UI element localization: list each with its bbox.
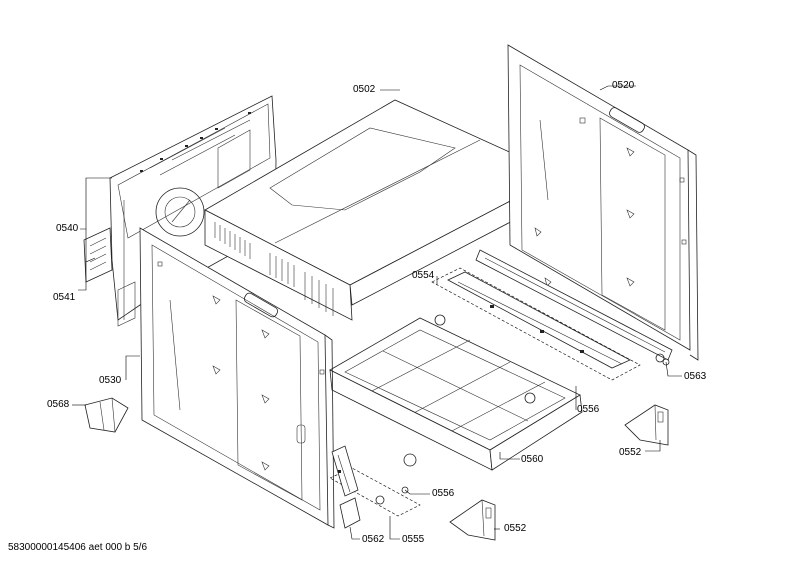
part-label-0540[interactable]: 0540 <box>56 223 79 234</box>
part-label-0563[interactable]: 0563 <box>684 371 707 382</box>
bracket-0541 <box>83 227 113 283</box>
part-label-0520[interactable]: 0520 <box>612 80 635 91</box>
part-label-0562[interactable]: 0562 <box>362 534 385 545</box>
part-label-0552-bottom[interactable]: 0552 <box>504 523 527 534</box>
part-label-0555[interactable]: 0555 <box>402 534 425 545</box>
rail-0555-0562 <box>331 445 409 529</box>
part-label-0568[interactable]: 0568 <box>47 399 70 410</box>
document-code: 58300000145406 aet 000 b 5/6 <box>8 542 148 553</box>
right-side-panel-0520 <box>507 44 699 361</box>
bottom-frame-0560 <box>329 314 583 471</box>
dashed-outline-0554 <box>431 267 641 381</box>
leader-lines <box>72 85 682 540</box>
rail-0554 <box>447 271 631 369</box>
bracket-0552-bottom <box>449 499 496 541</box>
part-label-0530[interactable]: 0530 <box>99 375 122 386</box>
left-side-panel-0530 <box>139 227 335 529</box>
rail-0563 <box>475 249 673 366</box>
part-label-0554[interactable]: 0554 <box>412 270 435 281</box>
bracket-0568 <box>84 397 129 433</box>
part-label-0502[interactable]: 0502 <box>353 84 376 95</box>
bracket-0552-right <box>624 404 669 446</box>
top-cover-0502 <box>204 99 563 321</box>
part-label-0556-lower[interactable]: 0556 <box>432 488 455 499</box>
part-label-0560[interactable]: 0560 <box>521 454 544 465</box>
part-label-0552-right[interactable]: 0552 <box>619 447 642 458</box>
part-label-0541[interactable]: 0541 <box>53 292 76 303</box>
part-label-0556-upper[interactable]: 0556 <box>577 404 600 415</box>
